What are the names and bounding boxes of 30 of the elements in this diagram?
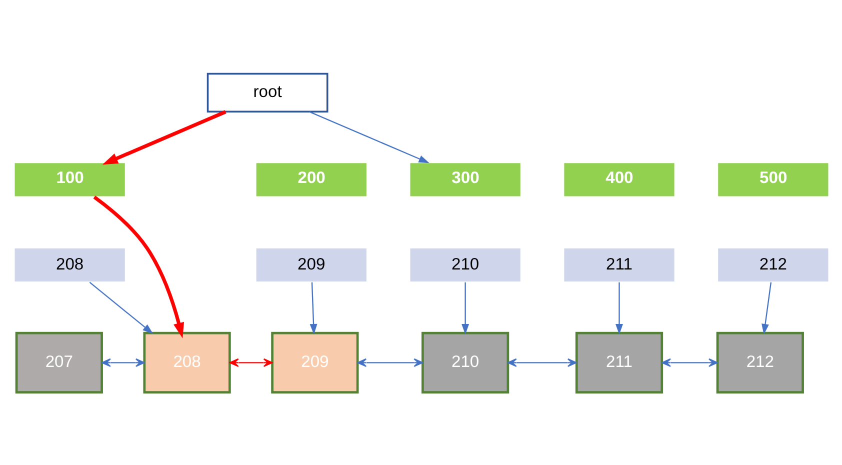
node-box: 500 (716, 161, 829, 197)
arrow (88, 281, 153, 334)
arrow (761, 282, 772, 334)
arrow (309, 282, 317, 334)
node-box: 211 (562, 246, 675, 282)
node-box: 208 (13, 246, 126, 282)
arrow (461, 282, 469, 334)
node-box: 209 (270, 331, 358, 393)
node-box: 300 (408, 161, 522, 197)
arrow (506, 358, 576, 366)
node-box: 208 (142, 331, 230, 393)
node-box: 400 (562, 161, 675, 197)
arrow (101, 358, 144, 366)
node-box: 212 (716, 331, 804, 393)
node-box: 207 (14, 331, 102, 393)
arrow (92, 195, 184, 338)
node-box: 211 (574, 331, 663, 393)
arrow (228, 358, 272, 366)
arrow (615, 282, 622, 334)
arrow (308, 110, 429, 163)
node-box: 100 (13, 161, 126, 197)
node-box: 210 (408, 246, 522, 282)
arrow (356, 358, 423, 366)
node-box: 209 (254, 246, 368, 282)
node-box: 212 (716, 246, 829, 282)
node-box: 200 (254, 161, 368, 197)
node-box: root (206, 72, 328, 112)
arrow (102, 110, 226, 164)
arrow (661, 358, 718, 366)
node-box: 210 (421, 331, 509, 393)
